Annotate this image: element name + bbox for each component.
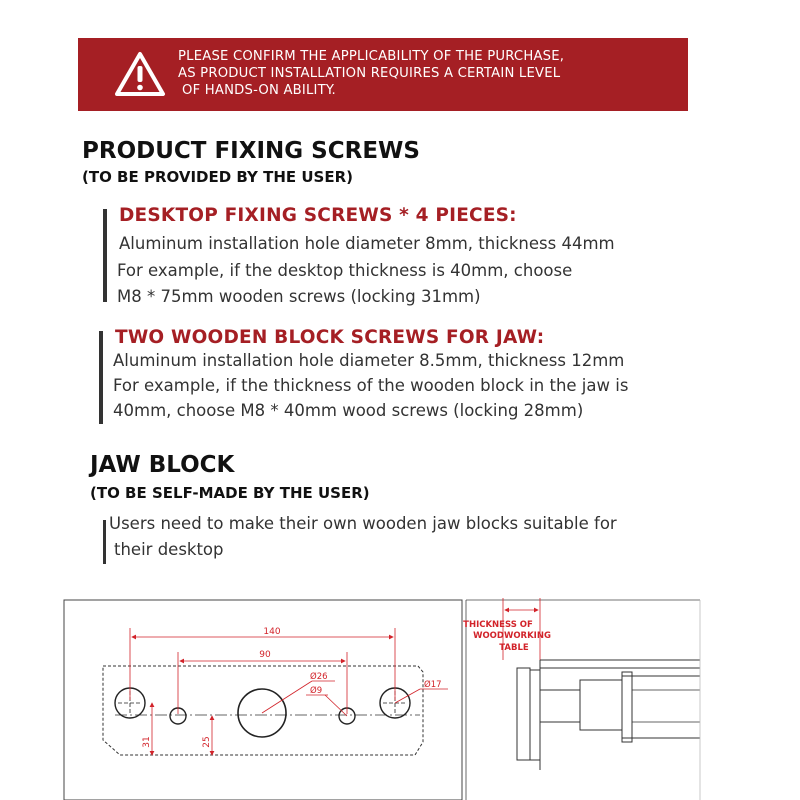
warning-line-3: OF HANDS-ON ABILITY.: [182, 83, 336, 98]
warning-line-2: AS PRODUCT INSTALLATION REQUIRES A CERTA…: [178, 66, 561, 81]
jaw-section-title: TWO WOODEN BLOCK SCREWS FOR JAW:: [115, 327, 545, 348]
jaw-line-2: For example, if the thickness of the woo…: [113, 376, 629, 395]
technical-drawing: 140 90 Ø26 Ø9 Ø17 31 25 THICKNESS OF WOO…: [63, 598, 701, 800]
jaw-block-bar: [103, 520, 106, 564]
jaw-block-title: JAW BLOCK: [90, 452, 235, 478]
top-view-drawing: 140 90 Ø26 Ø9 Ø17 31 25: [63, 599, 463, 800]
dim-90-label: 90: [259, 650, 271, 660]
thickness-label-2: WOODWORKING: [473, 631, 551, 641]
desktop-section: DESKTOP FIXING SCREWS * 4 PIECES: Alumin…: [103, 205, 743, 306]
warning-icon: [115, 52, 165, 96]
warning-text: PLEASE CONFIRM THE APPLICABILITY OF THE …: [178, 48, 564, 99]
jaw-line-1: Aluminum installation hole diameter 8.5m…: [113, 351, 625, 370]
warning-banner: PLEASE CONFIRM THE APPLICABILITY OF THE …: [78, 38, 688, 111]
dim-26-label: Ø26: [310, 671, 328, 682]
jaw-section: TWO WOODEN BLOCK SCREWS FOR JAW: Aluminu…: [99, 327, 759, 427]
jaw-block-subtitle: (TO BE SELF-MADE BY THE USER): [90, 484, 370, 502]
jaw-block-line-2: their desktop: [114, 540, 224, 559]
desktop-line-3: M8 * 75mm wooden screws (locking 31mm): [117, 287, 481, 306]
jaw-line-3: 40mm, choose M8 * 40mm wood screws (lock…: [113, 401, 584, 420]
desktop-section-title: DESKTOP FIXING SCREWS * 4 PIECES:: [119, 205, 517, 226]
jaw-block-line-1: Users need to make their own wooden jaw …: [109, 514, 617, 533]
fixing-screws-title: PRODUCT FIXING SCREWS: [82, 138, 420, 164]
dim-140-label: 140: [263, 627, 280, 637]
thickness-label-3: TABLE: [499, 643, 529, 653]
dim-31-label: 31: [142, 736, 152, 747]
dim-25-label: 25: [202, 736, 212, 747]
warning-line-1: PLEASE CONFIRM THE APPLICABILITY OF THE …: [178, 49, 565, 64]
side-view-drawing: THICKNESS OF WOODWORKING TABLE: [463, 598, 701, 800]
thickness-label-1: THICKNESS OF: [463, 620, 533, 630]
jaw-block-section: Users need to make their own wooden jaw …: [103, 514, 743, 570]
jaw-section-bar: [99, 331, 103, 424]
dim-9-label: Ø9: [310, 685, 322, 696]
dim-17-label: Ø17: [424, 679, 442, 690]
fixing-screws-subtitle: (TO BE PROVIDED BY THE USER): [82, 168, 354, 186]
desktop-section-bar: [103, 209, 107, 302]
desktop-line-2: For example, if the desktop thickness is…: [117, 261, 573, 280]
desktop-line-1: Aluminum installation hole diameter 8mm,…: [119, 234, 615, 253]
